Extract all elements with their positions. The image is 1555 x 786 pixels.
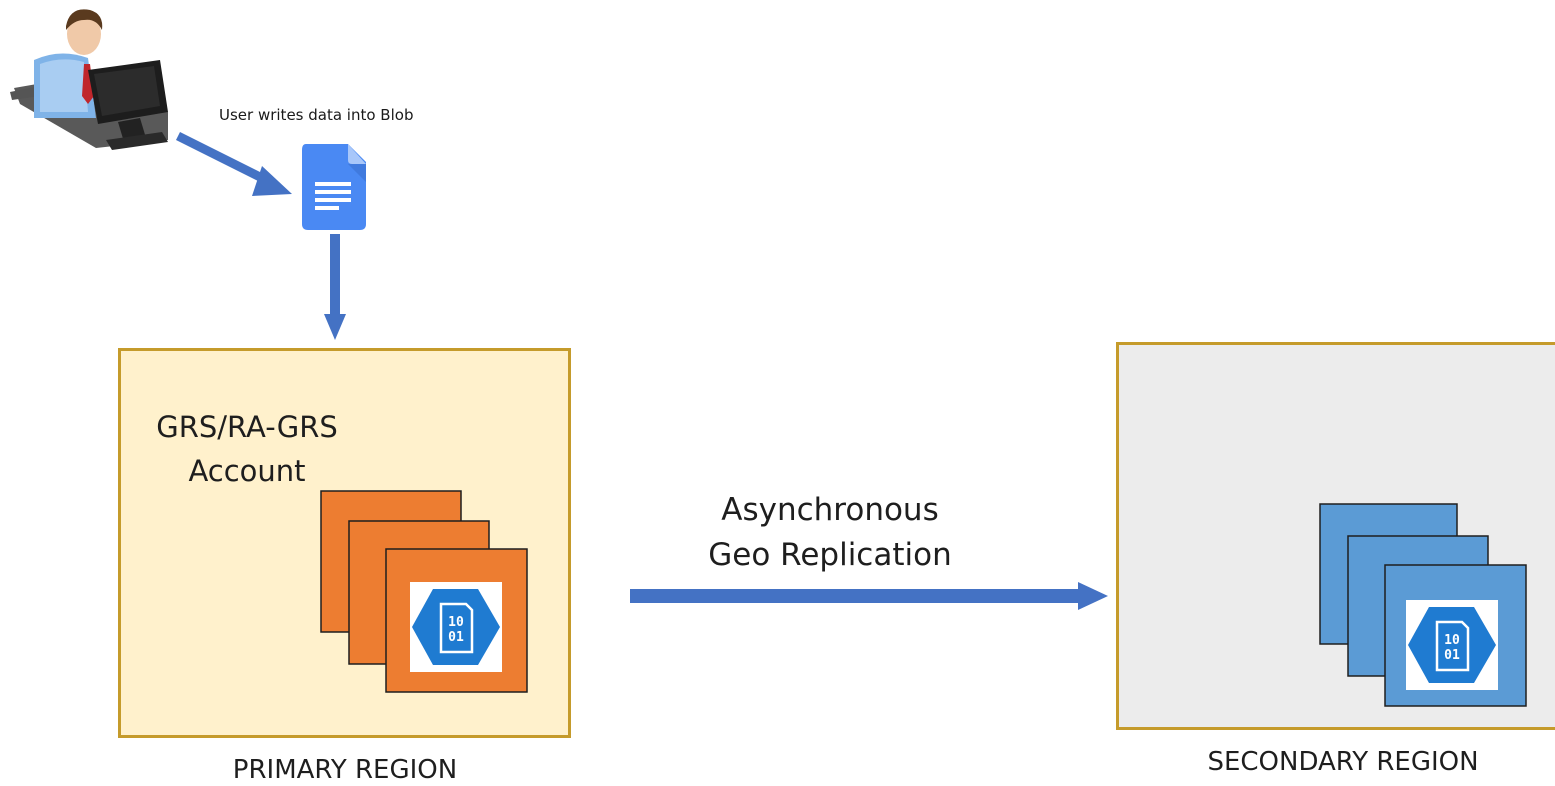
document-icon bbox=[302, 144, 366, 230]
account-type-line2: Account bbox=[188, 454, 306, 488]
account-type-label: GRS/RA-GRS Account bbox=[132, 405, 362, 493]
arrow-document-to-primary bbox=[324, 234, 346, 340]
blob-icon-bottom-bits: 01 bbox=[448, 630, 464, 645]
secondary-region-label: SECONDARY REGION bbox=[1207, 747, 1479, 777]
replication-label: Asynchronous Geo Replication bbox=[640, 488, 1020, 578]
user-computer-icon bbox=[10, 9, 168, 150]
primary-region-label: PRIMARY REGION bbox=[232, 755, 458, 785]
account-type-line1: GRS/RA-GRS bbox=[156, 410, 338, 444]
user-write-caption: User writes data into Blob bbox=[219, 106, 414, 124]
blob-storage-icon: 10 01 bbox=[412, 589, 500, 665]
secondary-storage-stack bbox=[1319, 503, 1527, 707]
blob-storage-icon: 10 01 bbox=[1408, 607, 1496, 683]
primary-storage-stack bbox=[320, 490, 528, 693]
blob-icon-top-bits: 10 bbox=[448, 615, 464, 630]
replication-arrow bbox=[630, 582, 1108, 610]
blob-icon-top-bits: 10 bbox=[1444, 633, 1460, 648]
replication-line2: Geo Replication bbox=[708, 537, 952, 573]
arrow-user-to-document bbox=[175, 131, 292, 196]
blob-icon-bottom-bits: 01 bbox=[1444, 648, 1460, 663]
replication-line1: Asynchronous bbox=[721, 492, 939, 528]
